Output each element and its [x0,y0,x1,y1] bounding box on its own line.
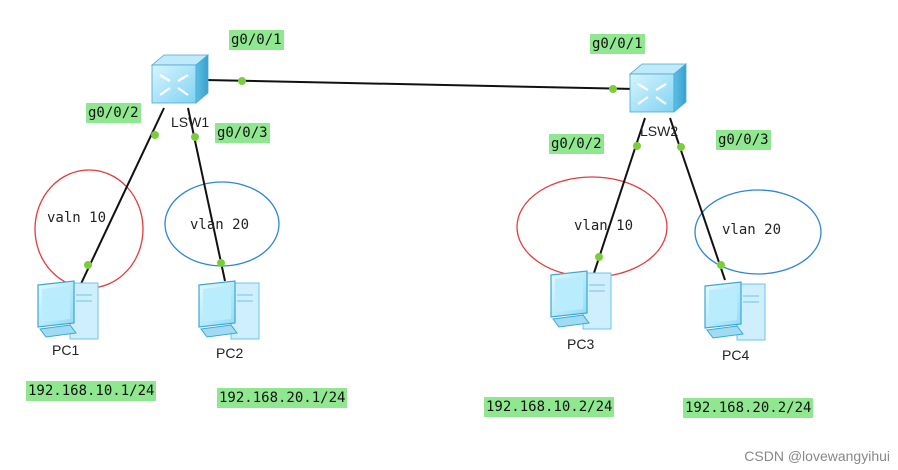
pc1-vlan-label: valn 10 [47,210,107,226]
pc3-vlan-label: vlan 10 [574,218,634,234]
pc1-name: PC1 [52,342,80,358]
pc2-vlan-label: vlan 20 [190,217,250,233]
pc4-ip-label: 192.168.20.2/24 [683,398,814,418]
pc4-vlan-label: vlan 20 [722,222,782,238]
lsw2-name: LSW2 [640,123,679,139]
lsw1-g0-0-2-label: g0/0/2 [86,103,141,123]
lsw2-g0-0-3-label: g0/0/3 [716,130,771,150]
lsw1-g0-0-3-label: g0/0/3 [215,123,270,143]
link-lsw1-pc1 [78,107,165,289]
lsw2-g0-0-2-label: g0/0/2 [549,134,604,154]
pc3-ip-label: 192.168.10.2/24 [484,397,615,417]
lsw2-g0-0-1-label: g0/0/1 [590,34,645,54]
lsw1-name: LSW1 [171,114,210,130]
pc3-name: PC3 [567,336,595,352]
pc-icon [550,270,612,330]
pc2-name: PC2 [216,345,244,361]
switch-icon [628,63,688,113]
pc-icon [198,280,260,340]
port-dots [84,77,725,269]
pc-icon [37,280,99,340]
pc1-ip-label: 192.168.10.1/24 [26,381,157,401]
watermark-text: CSDN @lovewangyihui [744,448,890,464]
switch-icon [150,54,210,104]
pc-icon [704,281,766,341]
pc4-name: PC4 [722,347,750,363]
trunk-link [204,79,637,90]
pc2-ip-label: 192.168.20.1/24 [217,388,348,408]
vlan20-circle-pc4 [694,189,822,275]
lsw1-g0-0-1-label: g0/0/1 [229,30,284,50]
